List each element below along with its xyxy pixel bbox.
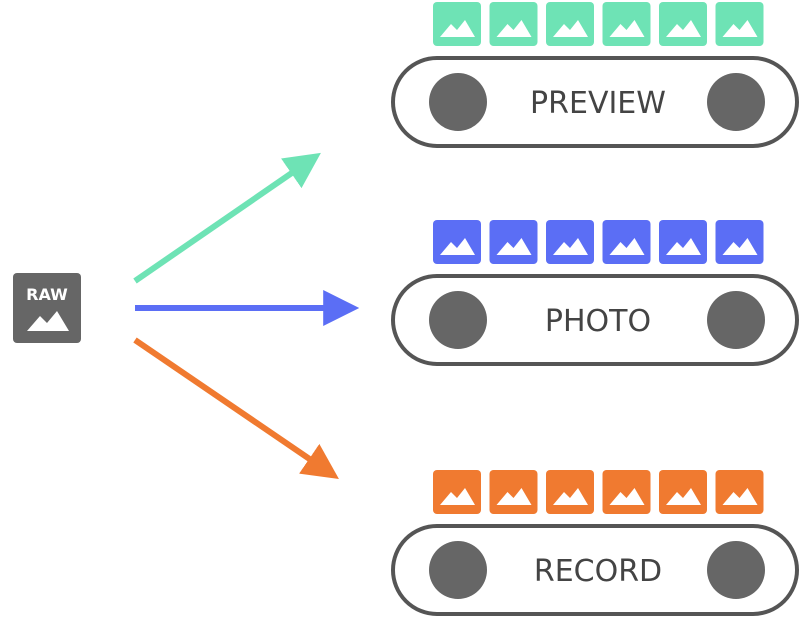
roller-icon <box>707 291 765 349</box>
frame-image-icon <box>546 220 594 264</box>
frame-image-icon <box>659 2 707 46</box>
frame-image-icon <box>433 220 481 264</box>
frame-image-icon <box>602 220 651 264</box>
frame-image-icon <box>602 470 651 514</box>
conveyor-belt <box>391 274 799 366</box>
raw-icon-box <box>13 273 81 343</box>
frame-image-icon <box>659 470 707 514</box>
frame-image-icon <box>489 220 538 264</box>
frame-image-icon <box>659 220 707 264</box>
arrow-to-record <box>133 337 339 480</box>
roller-icon <box>707 541 765 599</box>
pipeline-record: RECORD <box>391 470 799 616</box>
pipelines: PREVIEW PHOTO RECORD <box>391 2 799 616</box>
conveyor-belt <box>391 524 799 616</box>
pipeline-label: PHOTO <box>545 304 651 339</box>
roller-icon <box>429 291 487 349</box>
frame-image-icon <box>715 470 764 514</box>
pipeline-label: PREVIEW <box>530 86 666 121</box>
frame-image-icon <box>433 2 481 46</box>
frame-image-icon <box>489 470 538 514</box>
conveyor-belt <box>391 56 799 148</box>
frame-image-icon <box>546 2 594 46</box>
stream-arrows <box>133 152 360 480</box>
arrow-to-preview <box>133 152 321 284</box>
frame-image-icon <box>715 220 764 264</box>
pipeline-preview: PREVIEW <box>391 2 799 148</box>
frame-image-icon <box>433 470 481 514</box>
frame-image-icon <box>602 2 651 46</box>
raw-image-icon: RAW <box>13 273 81 343</box>
pipeline-photo: PHOTO <box>391 220 799 366</box>
roller-icon <box>429 541 487 599</box>
raw-label: RAW <box>26 285 68 304</box>
frame-image-icon <box>715 2 764 46</box>
mountain-glyph <box>27 311 69 331</box>
pipeline-label: RECORD <box>534 554 662 589</box>
frame-image-icon <box>546 470 594 514</box>
frame-image-icon <box>489 2 538 46</box>
roller-icon <box>429 73 487 131</box>
roller-icon <box>707 73 765 131</box>
